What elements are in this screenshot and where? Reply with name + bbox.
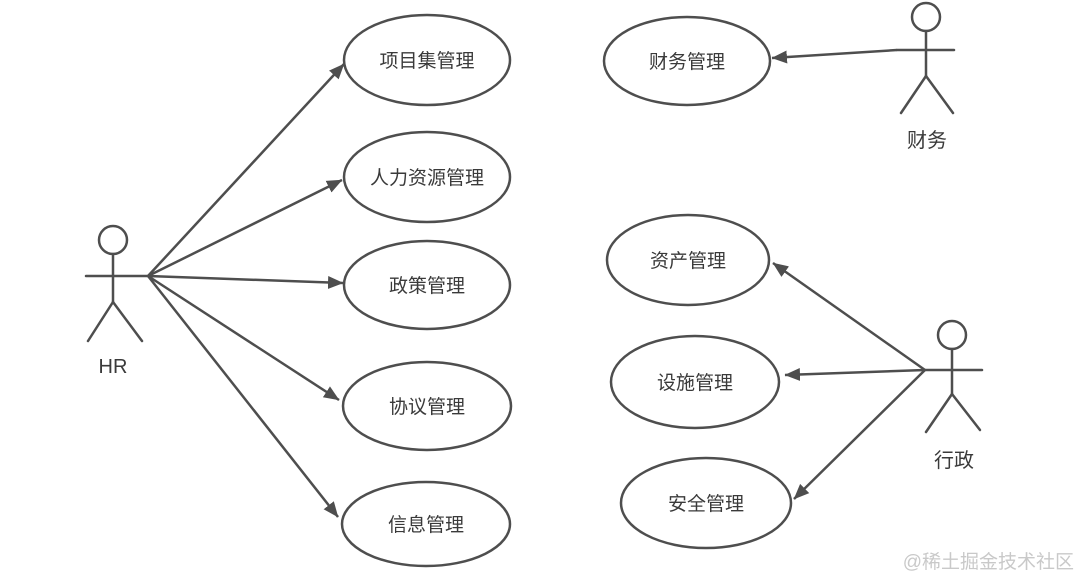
association-admin-asset [772,261,926,372]
use-case-label-agreement: 协议管理 [389,396,465,418]
actor-hr-figure [84,224,150,343]
actor-hr-head [97,224,129,256]
actor-hr-left-leg [86,300,115,343]
actor-label-admin: 行政 [934,449,974,472]
use-case-asset [605,213,771,307]
actor-finance-left-leg [899,74,928,115]
use-case-finance-mgmt [602,15,772,107]
use-case-security [619,456,793,550]
use-case-label-security: 安全管理 [668,493,744,515]
association-hr-agreement [147,274,340,402]
watermark: @稀土掘金技术社区 [903,551,1074,573]
use-case-label-facility: 设施管理 [657,372,733,394]
actor-finance-figure [895,1,956,115]
actor-admin-figure [923,319,984,434]
use-case-label-policy: 政策管理 [389,275,465,297]
use-case-label-information: 信息管理 [388,514,464,536]
actor-finance-right-leg [924,74,955,115]
actor-label-hr: HR [99,356,128,378]
association-finance-finance-mgmt [771,48,898,64]
actor-admin-right-leg [950,392,982,432]
use-case-agreement [341,360,513,452]
use-case-label-finance-mgmt: 财务管理 [649,51,725,73]
actor-admin-head [936,319,968,351]
use-case-policy [342,239,512,331]
association-hr-human-resource [147,178,343,278]
actor-finance-head [910,1,942,33]
association-hr-information [147,275,339,518]
use-case-label-asset: 资产管理 [650,250,726,272]
association-hr-policy [147,274,344,289]
use-case-label-program: 项目集管理 [379,50,474,72]
association-admin-security [793,369,926,500]
use-case-facility [609,334,781,430]
association-hr-program [147,63,345,277]
use-case-human-resource [342,130,512,224]
actor-admin-left-leg [924,392,954,434]
use-case-label-human-resource: 人力资源管理 [370,167,484,189]
actor-hr-right-leg [111,300,144,343]
use-case-program [342,13,512,107]
use-case-information [340,480,512,568]
association-admin-facility [784,367,926,381]
actor-label-finance: 财务 [907,129,947,152]
